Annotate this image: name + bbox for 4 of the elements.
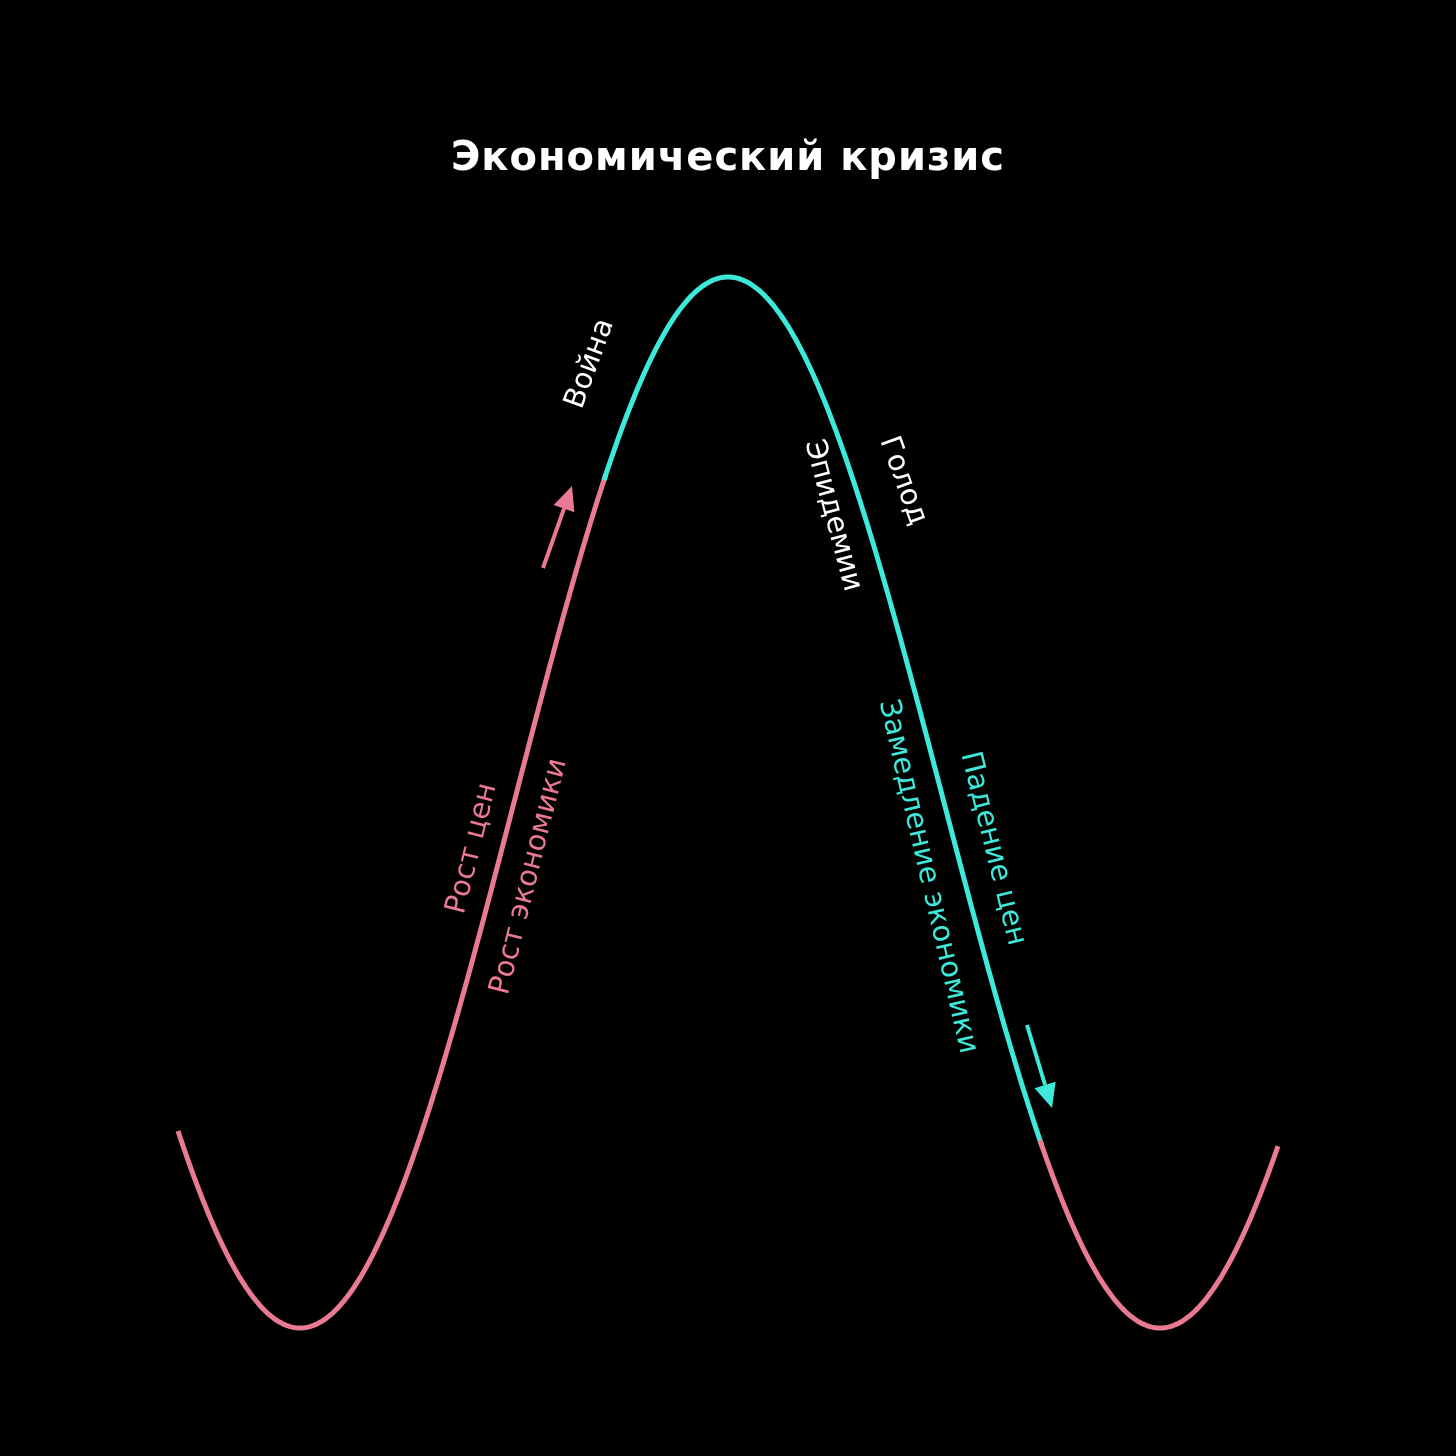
curve-label: Падение цен — [954, 747, 1037, 949]
curve-label: Голод — [872, 430, 938, 530]
title: Экономический кризис — [449, 132, 1006, 181]
curve-label: Рост цен — [436, 778, 504, 918]
